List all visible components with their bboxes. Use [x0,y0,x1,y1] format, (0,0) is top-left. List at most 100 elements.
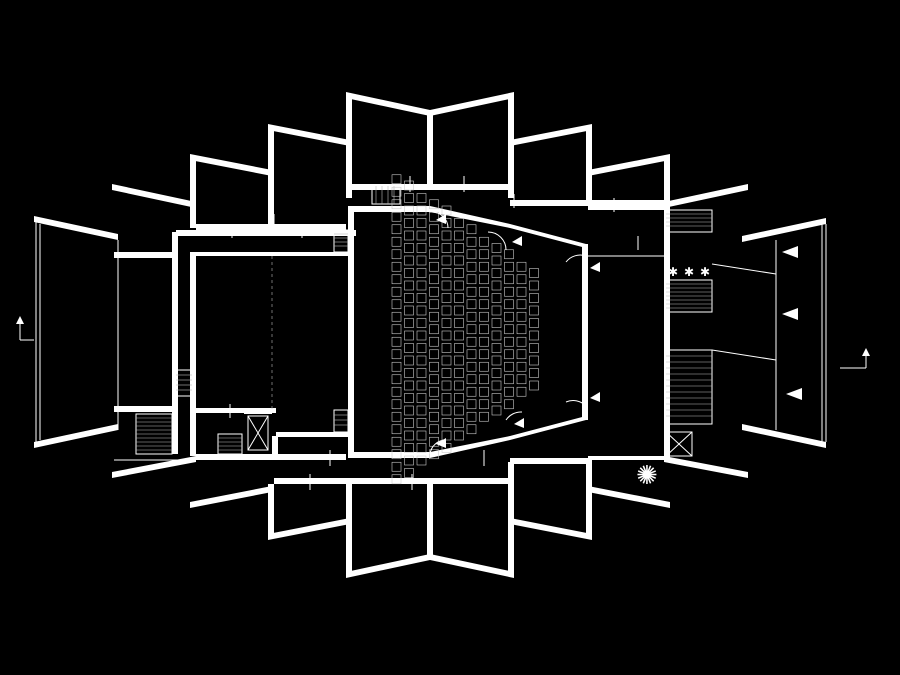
seat [441,368,452,378]
seat [441,330,452,341]
north-arrow-icon [16,316,34,341]
seat [416,305,427,316]
seat [454,330,464,341]
seat [404,330,414,341]
seat [391,299,402,310]
seat [504,374,514,385]
seat [391,224,402,235]
seat [454,293,464,303]
seating-block [391,174,539,485]
seat [516,286,527,297]
seat [391,436,402,447]
seat [416,343,427,353]
section-marker-icon [436,438,446,448]
seat [454,418,464,428]
seat [454,305,464,316]
left-wing [16,216,356,461]
section-marker-icon [590,262,600,272]
seat [504,249,514,260]
seat [504,261,514,272]
seat [479,349,489,360]
seat [479,386,489,397]
seat [504,274,514,285]
seat [404,455,414,466]
seat [454,393,464,403]
seat [516,311,527,322]
seat [429,374,439,385]
section-marker-icon [786,388,802,400]
seat [466,361,477,372]
seat [504,286,514,297]
right-wing: ✱✱✱ ✺ [586,206,870,491]
svg-text:✺: ✺ [636,461,658,491]
seat [441,255,452,266]
seat [441,218,452,228]
seat [429,274,439,285]
seat [416,205,427,216]
stair-icon [665,209,777,425]
seat [429,261,439,272]
seat [479,374,489,385]
section-marker-icon [512,236,522,246]
seat [479,324,489,335]
seat [529,293,539,303]
seat [466,424,477,435]
seat [466,299,477,310]
seat [429,311,439,322]
seat [479,249,489,260]
seat [404,343,414,353]
elevator-icon [665,431,693,457]
seat [404,355,414,366]
seat [491,318,502,328]
seat [416,455,427,466]
seat [429,224,439,235]
seat [404,468,414,478]
seat [429,286,439,297]
seat [416,368,427,378]
svg-text:✱: ✱ [700,265,710,279]
seat [404,293,414,303]
seat [416,280,427,291]
seat [504,399,514,410]
seat [391,411,402,422]
seat [416,405,427,416]
seat [429,449,439,460]
seat [441,243,452,253]
seat [479,336,489,347]
seat [441,405,452,416]
top-classroom-wing [112,92,748,230]
seat [491,268,502,278]
seat [516,324,527,335]
seat [391,374,402,385]
seat [404,255,414,266]
seat [441,393,452,403]
seat [466,349,477,360]
seat [391,311,402,322]
seat [441,305,452,316]
seat [416,293,427,303]
seat [404,380,414,391]
seat [416,430,427,441]
seat [404,230,414,241]
section-marker-icon [782,308,798,320]
seat [529,268,539,278]
seat [466,399,477,410]
seat [454,368,464,378]
seat [404,393,414,403]
seat [391,399,402,410]
seat [404,218,414,228]
seat [504,386,514,397]
seat [391,324,402,335]
seat [479,261,489,272]
seat [491,355,502,366]
seat [429,299,439,310]
seat [391,424,402,435]
seat [404,443,414,453]
seat [529,355,539,366]
seat [441,430,452,441]
seat [404,368,414,378]
seat [466,236,477,247]
seat [416,380,427,391]
seat [529,380,539,391]
